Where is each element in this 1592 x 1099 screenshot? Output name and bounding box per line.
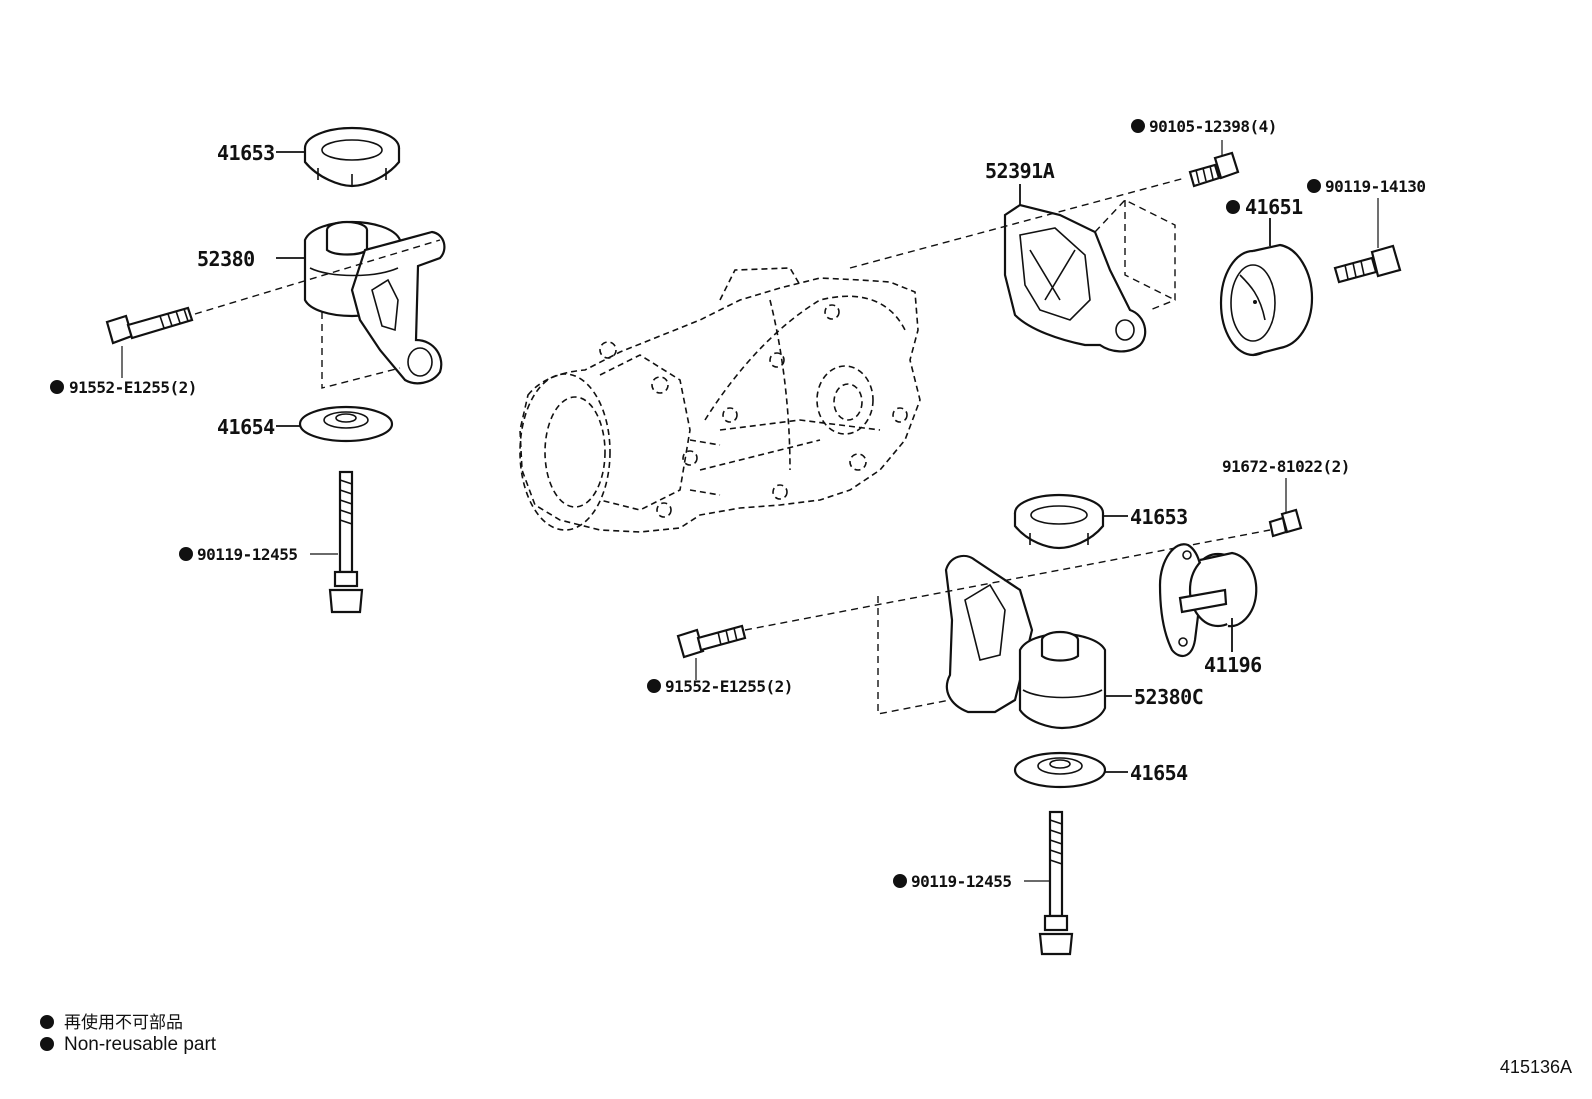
legend-japanese-text: 再使用不可部品 <box>64 1013 183 1033</box>
bushing-41651 <box>1219 243 1314 357</box>
long-bolt-90119-right <box>1038 810 1074 956</box>
dash-line-upper-right <box>849 177 1186 269</box>
differential-housing <box>519 267 921 533</box>
nonreusable-dot-90119-right <box>893 874 907 888</box>
legend-dot-icon <box>40 1037 54 1051</box>
label-41651: 41651 <box>1245 195 1303 219</box>
label-41196: 41196 <box>1204 653 1262 677</box>
nonreusable-dot-90119-left <box>179 547 193 561</box>
label-90119-14130: 90119-14130 <box>1325 177 1425 196</box>
dash-line-left-bolt <box>194 239 441 315</box>
label-90119-right: 90119-12455 <box>911 872 1011 891</box>
label-52380C: 52380C <box>1134 685 1203 709</box>
upper-cushion-41653-left <box>303 126 401 188</box>
plate-52391A <box>1003 203 1147 353</box>
label-91552-right: 91552-E1255(2) <box>665 677 793 696</box>
nonreusable-dot-91552-right <box>647 679 661 693</box>
label-91552-left: 91552-E1255(2) <box>69 378 197 397</box>
nonreusable-dot-90119-14130 <box>1307 179 1321 193</box>
label-41653-right: 41653 <box>1130 505 1188 529</box>
label-52380: 52380 <box>197 247 255 271</box>
bolt-91672 <box>1268 508 1303 538</box>
dash-frame-52391A <box>1094 199 1176 311</box>
lower-washer-41654-left <box>298 405 394 443</box>
bolt-90119-14130 <box>1333 244 1402 284</box>
upper-cushion-41653-right <box>1013 493 1105 550</box>
bolt-90105 <box>1188 151 1240 188</box>
bolt-91552-left <box>105 306 194 345</box>
label-90119-left: 90119-12455 <box>197 545 297 564</box>
nonreusable-dot-41651 <box>1226 200 1240 214</box>
legend-japanese: 再使用不可部品 <box>40 1008 183 1033</box>
long-bolt-90119-left <box>328 470 364 614</box>
mount-bracket-52380C <box>944 554 1107 730</box>
nonreusable-dot-90105 <box>1131 119 1145 133</box>
label-90105: 90105-12398(4) <box>1149 117 1277 136</box>
nonreusable-dot-91552-left <box>50 380 64 394</box>
figure-id: 415136A <box>1499 1057 1572 1077</box>
legend-english-text: Non-reusable part <box>64 1034 217 1055</box>
label-52391A: 52391A <box>985 159 1055 183</box>
label-41654-right: 41654 <box>1130 761 1188 785</box>
label-41654-left: 41654 <box>217 415 275 439</box>
label-41653-left: 41653 <box>217 141 275 165</box>
stopper-41196 <box>1158 543 1258 658</box>
mount-bracket-52380 <box>303 220 446 385</box>
legend-dot-icon <box>40 1015 54 1029</box>
dash-frame-left <box>321 312 401 389</box>
label-91672: 91672-81022(2) <box>1222 457 1350 476</box>
legend-english: Non-reusable part <box>40 1034 216 1056</box>
bolt-91552-right <box>676 624 747 659</box>
lower-washer-41654-right <box>1013 751 1107 789</box>
dash-frame-right <box>877 596 951 715</box>
